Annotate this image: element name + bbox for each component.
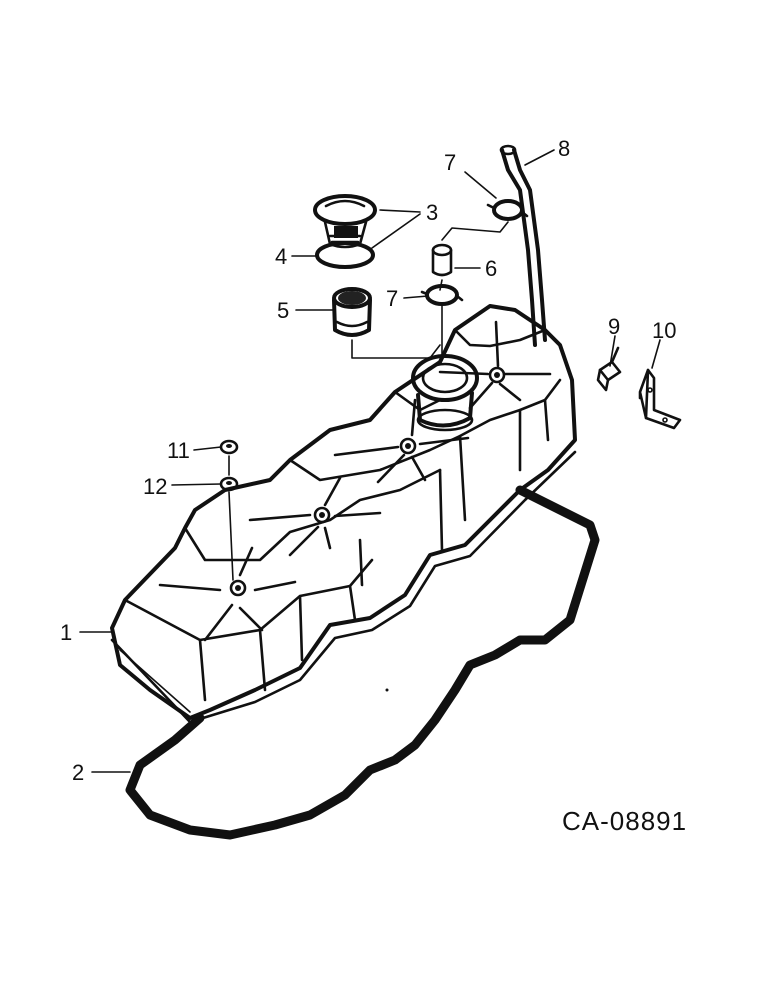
- valve-cover: [110, 304, 577, 724]
- callout-11: 11: [167, 438, 190, 463]
- filler-cap-seal: [315, 241, 375, 269]
- reference-dot: [385, 688, 389, 692]
- rib-star-rear: [438, 320, 552, 410]
- valve-cover-gasket: [125, 485, 600, 840]
- callout-4: 4: [275, 244, 287, 269]
- rib-star-third: [333, 398, 470, 484]
- callout-10: 10: [652, 318, 676, 343]
- stud-nut: [219, 439, 239, 455]
- oil-filler-neck: [411, 354, 479, 432]
- callout-9: 9: [608, 314, 620, 339]
- callout-8: 8: [558, 136, 570, 161]
- stud-axis-line: [228, 455, 234, 581]
- callout-1: 1: [60, 620, 72, 645]
- tube-bracket: [638, 368, 682, 430]
- callout-2: 2: [72, 760, 84, 785]
- tube-clip: [596, 346, 622, 392]
- breather-tube: [499, 144, 547, 347]
- leader-lines: [79, 149, 661, 773]
- rib-star-front: [158, 546, 297, 642]
- hose-clamp-upper: [486, 199, 529, 221]
- callout-6: 6: [485, 256, 497, 281]
- hose-clamp-lower: [420, 284, 464, 361]
- callout-12: 12: [143, 474, 167, 499]
- rib-star-second: [248, 476, 382, 557]
- figure-id: CA-08891: [562, 806, 687, 836]
- filler-cap: [313, 194, 377, 249]
- callout-7-lower: 7: [386, 286, 398, 311]
- callout-7-upper: 7: [444, 150, 456, 175]
- callout-5: 5: [277, 298, 289, 323]
- callout-3: 3: [426, 200, 438, 225]
- breather-element: [332, 287, 441, 359]
